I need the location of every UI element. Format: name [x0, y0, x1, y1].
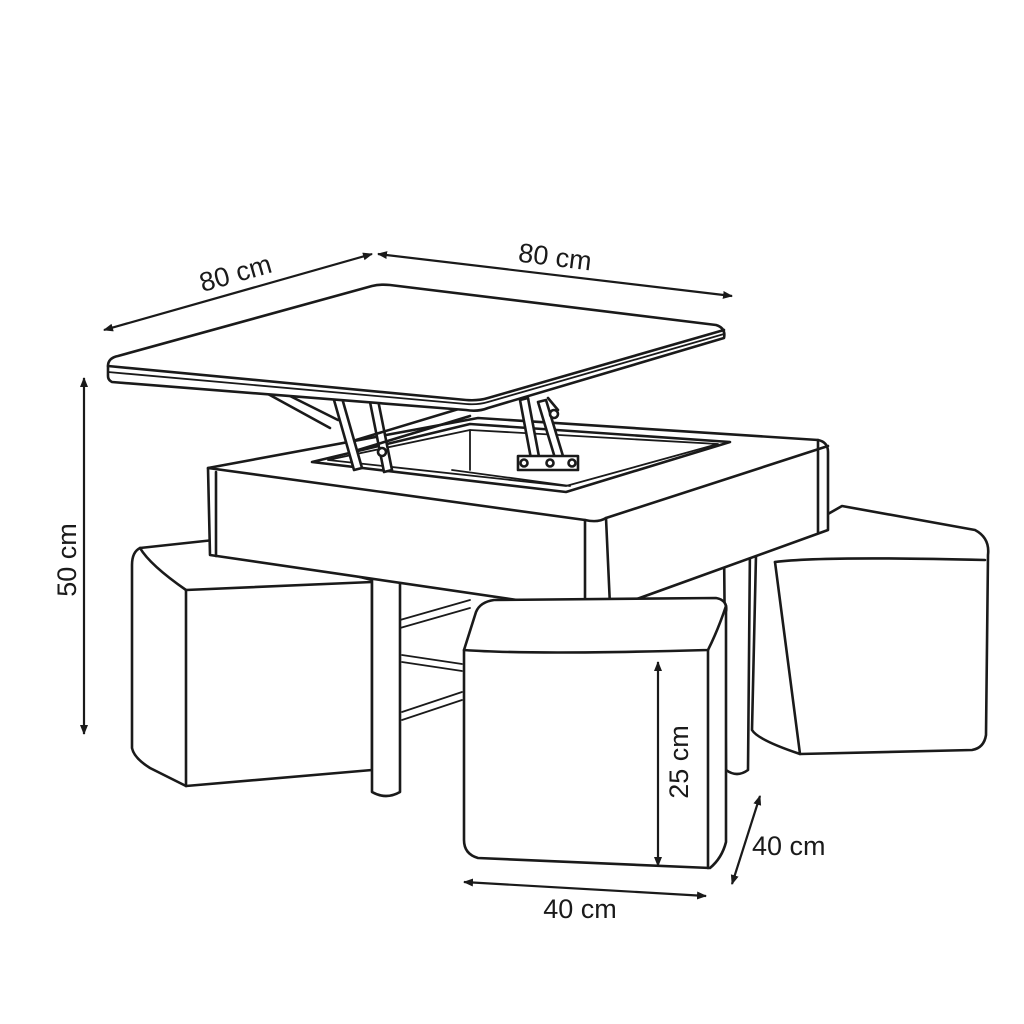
label-pouf-height: 25 cm [664, 725, 694, 799]
right-pouf [750, 504, 990, 756]
label-pouf-width: 40 cm [543, 894, 617, 924]
label-top-right-depth: 80 cm [517, 238, 594, 277]
lift-mechanism [266, 390, 580, 474]
dim-line-pouf-width [463, 878, 707, 900]
dim-line-top-right [377, 251, 733, 299]
label-pouf-depth: 40 cm [752, 831, 826, 861]
dimension-lines [80, 251, 762, 900]
left-pouf [130, 538, 374, 788]
dim-line-top-left [103, 252, 373, 332]
label-table-height: 50 cm [52, 523, 82, 597]
label-top-left-width: 80 cm [196, 249, 275, 298]
table-top [106, 283, 726, 412]
table-box [206, 416, 830, 612]
dim-line-pouf-depth [730, 795, 762, 885]
